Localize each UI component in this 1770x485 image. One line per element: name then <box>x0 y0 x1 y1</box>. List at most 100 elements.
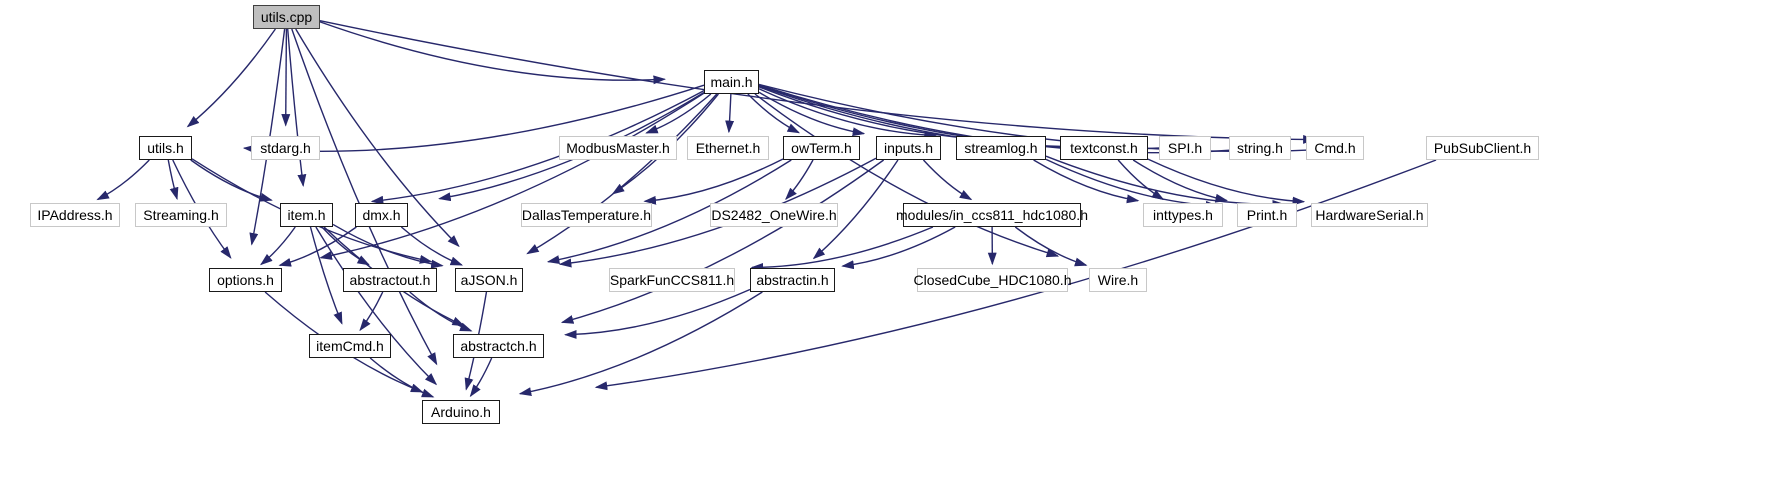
graph-node-arduino-h[interactable]: Arduino.h <box>422 400 500 424</box>
graph-node-streaming-h[interactable]: Streaming.h <box>135 203 227 227</box>
graph-edge <box>546 159 792 265</box>
graph-node-string-h[interactable]: string.h <box>1229 136 1291 160</box>
graph-edge <box>281 28 291 127</box>
graph-node-pubsubclient-h[interactable]: PubSubClient.h <box>1426 136 1539 160</box>
graph-edge <box>287 28 307 188</box>
graph-node-modules-in-ccs811[interactable]: modules/in_ccs811_hdc1080.h <box>896 203 1088 227</box>
graph-node-label: Wire.h <box>1097 272 1139 288</box>
graph-edge <box>1147 158 1306 206</box>
graph-edge <box>750 226 934 272</box>
graph-edge <box>754 93 1060 258</box>
graph-edge <box>560 159 885 324</box>
graph-edge <box>370 89 705 205</box>
graph-node-label: item.h <box>287 207 326 223</box>
graph-node-cmd-h[interactable]: Cmd.h <box>1306 136 1364 160</box>
graph-node-label: streamlog.h <box>964 140 1038 156</box>
graph-edge <box>190 159 273 202</box>
graph-edge <box>167 159 179 201</box>
graph-node-dallastemperature-h[interactable]: DallasTemperature.h <box>521 203 652 227</box>
graph-edge <box>291 28 438 366</box>
graph-node-main-h[interactable]: main.h <box>704 70 759 94</box>
graph-node-label: utils.h <box>147 140 184 156</box>
graph-node-label: inttypes.h <box>1153 207 1213 223</box>
graph-node-ds2482-onewire-h[interactable]: DS2482_OneWire.h <box>710 203 838 227</box>
graph-node-label: IPAddress.h <box>37 207 113 223</box>
graph-node-label: string.h <box>1237 140 1283 156</box>
graph-node-label: aJSON.h <box>460 272 518 288</box>
graph-node-inttypes-h[interactable]: inttypes.h <box>1143 203 1223 227</box>
graph-edge <box>558 157 877 268</box>
graph-edge <box>295 28 460 248</box>
graph-node-closedcube-h[interactable]: ClosedCube_HDC1080.h <box>914 268 1072 292</box>
graph-edge <box>186 28 276 128</box>
graph-node-utils-h[interactable]: utils.h <box>139 136 192 160</box>
graph-node-print-h[interactable]: Print.h <box>1237 203 1297 227</box>
graph-node-label: Ethernet.h <box>695 140 761 156</box>
graph-node-owterm-h[interactable]: owTerm.h <box>783 136 860 160</box>
graph-node-options-h[interactable]: options.h <box>209 268 282 292</box>
graph-edge <box>1132 159 1229 203</box>
graph-node-label: DS2482_OneWire.h <box>711 207 837 223</box>
graph-edge <box>278 226 357 267</box>
graph-node-label: HardwareSerial.h <box>1315 207 1424 223</box>
graph-node-hardwareserial-h[interactable]: HardwareSerial.h <box>1311 203 1428 227</box>
graph-node-abstractch-h[interactable]: abstractch.h <box>453 334 544 358</box>
graph-edge <box>594 159 1437 391</box>
graph-node-label: itemCmd.h <box>316 338 384 354</box>
graph-edge <box>526 93 718 255</box>
graph-node-inputs-h[interactable]: inputs.h <box>876 136 941 160</box>
graph-node-textconst-h[interactable]: textconst.h <box>1060 136 1148 160</box>
graph-node-label: Print.h <box>1246 207 1288 223</box>
graph-edge <box>645 93 712 134</box>
graph-edge <box>725 93 735 134</box>
graph-node-label: ModbusMaster.h <box>566 140 670 156</box>
graph-node-label: abstractout.h <box>349 272 431 288</box>
graph-edge <box>96 159 150 201</box>
graph-edge <box>319 19 1316 144</box>
graph-node-label: SparkFunCCS811.h <box>609 272 735 288</box>
graph-node-label: Arduino.h <box>431 404 491 420</box>
graph-node-label: dmx.h <box>362 207 401 223</box>
graph-node-utils-cpp[interactable]: utils.cpp <box>253 5 320 29</box>
graph-node-label: PubSubClient.h <box>1433 140 1532 156</box>
graph-node-label: stdarg.h <box>260 140 311 156</box>
graph-node-ipaddress-h[interactable]: IPAddress.h <box>30 203 120 227</box>
graph-node-sparkfunccs811-h[interactable]: SparkFunCCS811.h <box>609 268 735 292</box>
graph-edge <box>841 226 956 270</box>
graph-edge <box>643 158 784 205</box>
graph-node-abstractout-h[interactable]: abstractout.h <box>343 268 437 292</box>
graph-node-label: DallasTemperature.h <box>521 207 652 223</box>
graph-node-abstractin-h[interactable]: abstractin.h <box>750 268 835 292</box>
graph-edge <box>400 226 464 266</box>
graph-edge <box>319 21 666 85</box>
graph-node-itemcmd-h[interactable]: itemCmd.h <box>309 334 391 358</box>
graph-edge <box>758 88 937 140</box>
graph-edge <box>1033 159 1140 204</box>
graph-node-spi-h[interactable]: SPI.h <box>1159 136 1211 160</box>
graph-edge <box>922 159 973 201</box>
graph-edge <box>758 91 866 137</box>
graph-node-ajson-h[interactable]: aJSON.h <box>455 268 523 292</box>
graph-node-modbusmaster-h[interactable]: ModbusMaster.h <box>559 136 677 160</box>
graph-node-label: Streaming.h <box>143 207 219 223</box>
graph-node-label: textconst.h <box>1070 140 1138 156</box>
graph-edge <box>518 291 763 397</box>
graph-node-label: inputs.h <box>883 140 934 156</box>
graph-node-wire-h[interactable]: Wire.h <box>1089 268 1147 292</box>
graph-node-label: abstractin.h <box>756 272 829 288</box>
graph-node-ethernet-h[interactable]: Ethernet.h <box>687 136 769 160</box>
graph-node-stdarg-h[interactable]: stdarg.h <box>251 136 320 160</box>
graph-node-dmx-h[interactable]: dmx.h <box>355 203 408 227</box>
graph-edge <box>1014 226 1088 267</box>
graph-node-item-h[interactable]: item.h <box>280 203 333 227</box>
graph-edge <box>438 91 705 202</box>
graph-edge <box>1045 155 1286 209</box>
graph-node-streamlog-h[interactable]: streamlog.h <box>956 136 1046 160</box>
graph-edge <box>812 159 899 260</box>
graph-node-label: main.h <box>710 74 753 90</box>
graph-edge <box>260 226 296 266</box>
graph-edge <box>332 223 444 269</box>
graph-edge <box>315 226 438 386</box>
graph-edge <box>785 159 814 201</box>
